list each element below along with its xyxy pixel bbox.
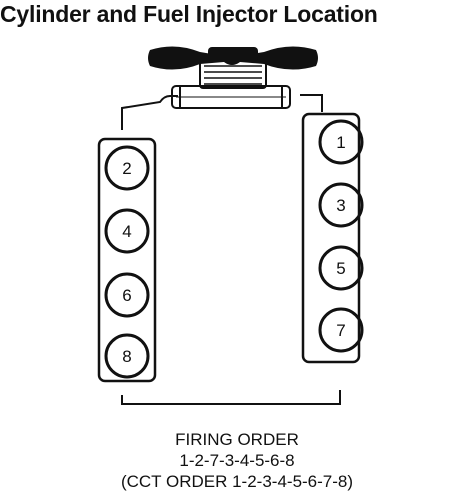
firing-order-heading: FIRING ORDER [175,430,299,449]
cylinder-label: 4 [122,222,131,241]
right-bank [301,112,361,364]
throttle-body [171,85,291,109]
cylinder-label: 3 [336,196,345,215]
cct-order-value: (CCT ORDER 1-2-3-4-5-6-7-8) [120,472,354,491]
cylinder-label: 6 [122,286,131,305]
left-bank [97,137,157,383]
page-title: Cylinder and Fuel Injector Location [0,1,378,27]
cylinder-1: 1 [318,119,364,165]
cylinder-label: 5 [336,259,345,278]
cylinder-label: 8 [122,347,131,366]
cylinder-4: 4 [104,208,150,254]
firing-order-value: 1-2-7-3-4-5-6-8 [179,451,295,470]
cylinder-5: 5 [318,245,364,291]
cylinder-2: 2 [104,145,150,191]
cylinder-label: 1 [336,133,345,152]
cylinder-label: 7 [336,321,345,340]
cylinder-8: 8 [104,333,150,379]
cylinder-6: 6 [104,272,150,318]
cylinder-label: 2 [122,159,131,178]
cylinder-3: 3 [318,182,364,228]
engine-outline [121,95,341,405]
cylinder-7: 7 [318,307,364,353]
